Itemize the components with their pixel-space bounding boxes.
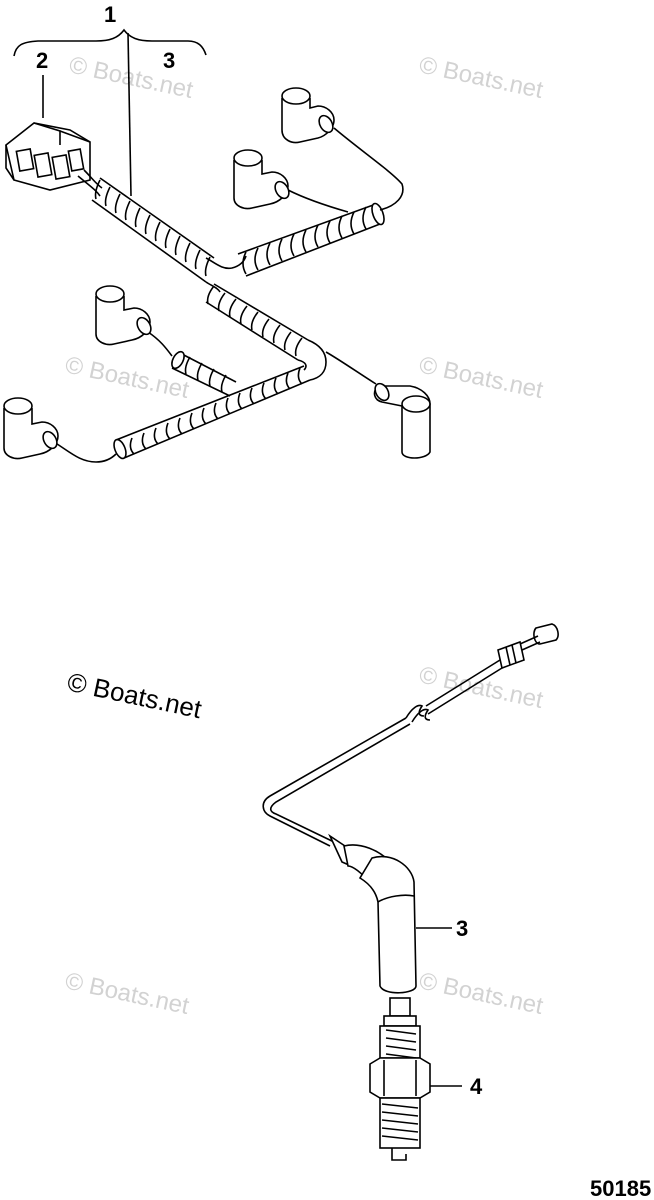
callout-1-label: 1 <box>104 2 116 27</box>
plug-cap-bottom-left <box>3 397 59 460</box>
harness-sleeve-main <box>94 179 211 277</box>
copyright-notice: © Boats.net <box>65 667 205 725</box>
watermark: © Boats.net <box>417 967 546 1020</box>
harness-sleeve-lower <box>206 285 303 357</box>
spark-plug-lead <box>262 623 559 994</box>
harness-connector <box>5 122 91 191</box>
plug-cap-mid-left <box>95 285 152 346</box>
watermark: © Boats.net <box>63 967 192 1020</box>
callout-1-bracket <box>13 28 207 197</box>
spark-plug <box>369 997 431 1161</box>
callout-2-label: 2 <box>36 48 48 73</box>
harness-sleeve-bottom <box>113 367 303 460</box>
harness-sleeve-branch <box>171 350 227 393</box>
figure-number: 50185 <box>590 1176 651 1200</box>
watermark: © Boats.net <box>67 51 196 104</box>
watermark: © Boats.net <box>417 351 546 404</box>
callout-3-lower-label: 3 <box>456 916 468 941</box>
plug-cap-upper-mid <box>233 149 290 210</box>
callout-4-label: 4 <box>470 1074 483 1099</box>
watermark: © Boats.net <box>417 661 546 714</box>
callout-3-upper-label: 3 <box>163 48 175 73</box>
plug-cap-top <box>281 87 335 144</box>
plug-cap-right <box>373 382 431 459</box>
wiring-harness <box>3 87 431 463</box>
harness-sleeve-upper <box>242 202 385 275</box>
watermark: © Boats.net <box>417 51 546 104</box>
